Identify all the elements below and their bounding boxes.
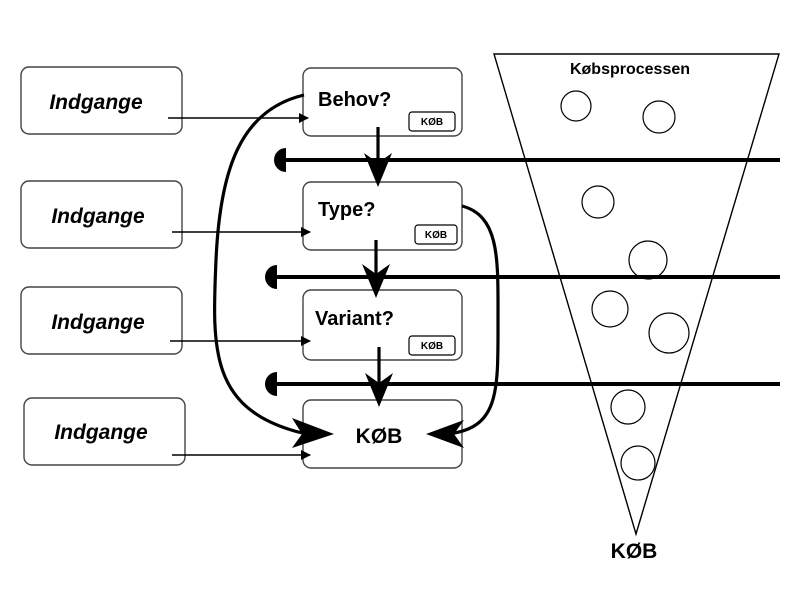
purchase-label: KØB — [356, 425, 403, 448]
barrier-cap — [265, 372, 277, 396]
funnel-circle — [628, 240, 668, 280]
funnel-bottom-label: KØB — [611, 540, 658, 563]
buy-badge — [408, 111, 456, 132]
purchase-funnel: Købsprocessen KØB — [493, 53, 780, 563]
buy-badge — [414, 224, 458, 245]
input-box-frame — [20, 66, 183, 135]
bypass-arrow-head-left — [292, 418, 334, 448]
step-type: Type? KØB — [302, 181, 463, 251]
buy-badge-label: KØB — [421, 117, 443, 128]
funnel-circle — [560, 90, 592, 122]
flow-arrows — [362, 127, 393, 407]
input-label: Indgange — [51, 205, 145, 228]
funnel-circle — [620, 445, 656, 481]
input-box: Indgange — [23, 397, 186, 466]
funnel-circles — [560, 90, 690, 481]
funnel-circle — [610, 389, 646, 425]
input-box-frame — [20, 286, 183, 355]
step-label: Behov? — [318, 89, 391, 111]
bypass-arrow-head-right — [426, 420, 464, 448]
barrier-cap — [265, 265, 277, 289]
purchase-box: KØB — [302, 399, 463, 469]
bypass-curve-left — [212, 93, 305, 435]
input-label: Indgange — [51, 311, 145, 334]
bypass-curve-right — [447, 204, 500, 436]
flow-arrow-head — [364, 153, 392, 187]
bypass-arrows — [212, 93, 500, 448]
barrier-cap — [274, 148, 286, 172]
flow-arrow-head — [362, 264, 390, 298]
funnel-circle — [581, 185, 615, 219]
input-box: Indgange — [20, 180, 183, 249]
funnel-outline — [493, 53, 780, 537]
step-variant: Variant? KØB — [302, 289, 463, 361]
input-box-frame — [20, 180, 183, 249]
input-arrows — [168, 113, 311, 460]
buy-badge-label: KØB — [421, 341, 443, 352]
funnel-circle — [642, 100, 676, 134]
input-label: Indgange — [49, 91, 143, 114]
funnel-circle — [648, 312, 690, 354]
flow-arrow-head — [365, 373, 393, 407]
input-label: Indgange — [54, 421, 148, 444]
buy-badge-label: KØB — [425, 230, 447, 241]
step-label: Type? — [318, 199, 375, 221]
step-behov: Behov? KØB — [302, 67, 463, 137]
funnel-title: Købsprocessen — [570, 61, 690, 78]
input-box: Indgange — [20, 286, 183, 355]
input-box-frame — [23, 397, 186, 466]
input-box: Indgange — [20, 66, 183, 135]
buy-badge — [408, 335, 456, 356]
step-label: Variant? — [315, 308, 394, 330]
funnel-circle — [591, 290, 629, 328]
